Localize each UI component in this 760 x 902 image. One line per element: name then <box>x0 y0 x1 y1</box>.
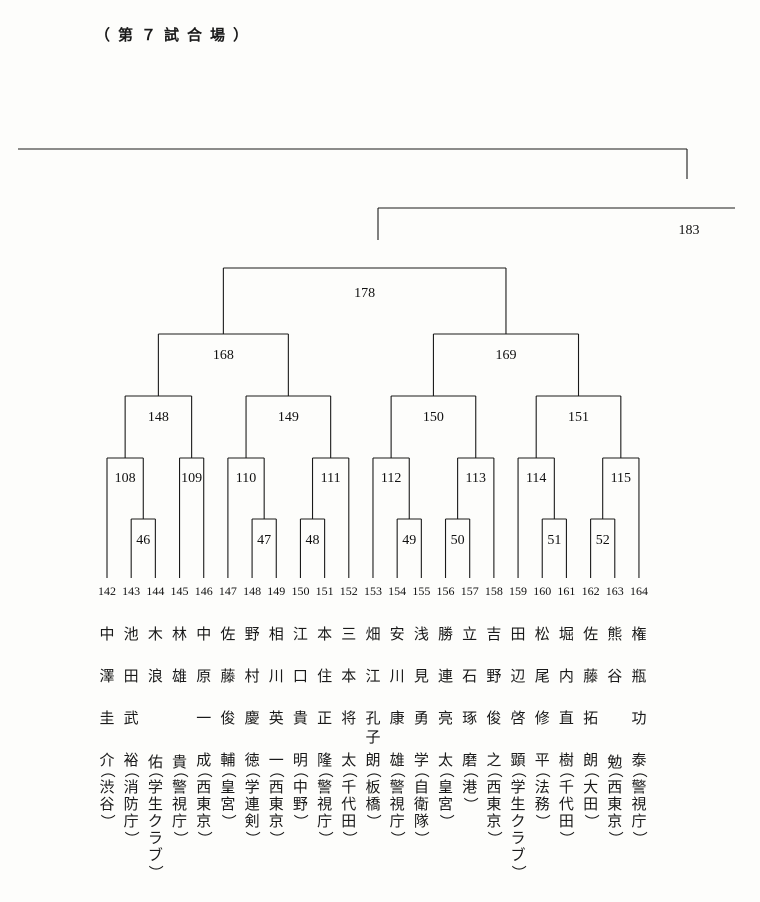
match-number: 111 <box>321 471 341 486</box>
player-number: 153 <box>364 584 382 598</box>
match-number: 109 <box>181 471 202 486</box>
match-number: 148 <box>148 410 169 425</box>
player-affiliation: （警視庁） <box>316 762 335 846</box>
player-name: 江口貴明 <box>292 625 308 769</box>
page-title: （第７試合場） <box>95 26 257 44</box>
player-name: 三本将太 <box>341 625 357 769</box>
player-affiliation: （西東京） <box>267 762 286 846</box>
match-number: 51 <box>547 533 561 548</box>
match-number: 52 <box>596 533 610 548</box>
player-number: 151 <box>316 584 334 598</box>
player-name: 池田武裕 <box>123 625 139 769</box>
player-affiliation: （学生クラブ） <box>509 762 528 880</box>
match-number: 114 <box>526 471 546 486</box>
player-affiliation: （千代田） <box>557 762 576 846</box>
player-name: 立石琢磨 <box>462 625 478 769</box>
match-number: 113 <box>466 471 486 486</box>
match-number: 49 <box>402 533 416 548</box>
match-number: 47 <box>257 533 271 548</box>
player-name: 吉野俊之 <box>486 625 502 769</box>
player-affiliation: （警視庁） <box>388 762 407 846</box>
match-number: 108 <box>115 471 136 486</box>
player-number: 144 <box>146 584 164 598</box>
player-affiliation: （港） <box>461 762 480 812</box>
player-number: 148 <box>243 584 261 598</box>
player-number: 147 <box>219 584 237 598</box>
match-number: 46 <box>136 533 150 548</box>
player-affiliation: （西東京） <box>485 762 504 846</box>
player-number: 156 <box>437 584 455 598</box>
player-name: 畑江孔子朗 <box>365 625 381 769</box>
player-affiliation: （法務） <box>533 762 552 829</box>
player-number: 161 <box>557 584 575 598</box>
player-name: 相川英一 <box>268 625 284 769</box>
player-name: 勝連亮太 <box>438 625 454 769</box>
player-affiliation: （中野） <box>291 762 310 829</box>
player-name: 本住正隆 <box>317 625 333 769</box>
player-number: 164 <box>630 584 648 598</box>
player-number: 158 <box>485 584 503 598</box>
match-number: 149 <box>278 410 299 425</box>
match-number: 115 <box>611 471 631 486</box>
match-number: 150 <box>423 410 444 425</box>
player-affiliation: （皇宮） <box>219 762 238 829</box>
player-number: 142 <box>98 584 116 598</box>
player-affiliation: （皇宮） <box>437 762 456 829</box>
match-number: 169 <box>495 348 516 363</box>
player-name: 林雄貴 <box>172 625 188 771</box>
player-number: 157 <box>461 584 479 598</box>
player-affiliation: （西東京） <box>606 762 625 846</box>
player-affiliation: （消防庁） <box>122 762 141 846</box>
player-affiliation: （渋谷） <box>98 762 117 829</box>
player-affiliation: （千代田） <box>340 762 359 846</box>
player-name: 熊谷勉 <box>607 625 623 771</box>
match-number: 168 <box>213 348 234 363</box>
player-name: 権瓶功泰 <box>631 625 647 769</box>
match-number: 178 <box>354 286 375 301</box>
match-number: 112 <box>381 471 401 486</box>
player-affiliation: （警視庁） <box>630 762 649 846</box>
player-number: 159 <box>509 584 527 598</box>
player-affiliation: （大田） <box>582 762 601 829</box>
player-number: 150 <box>291 584 309 598</box>
player-name: 中澤圭介 <box>99 625 115 769</box>
match-number: 48 <box>306 533 320 548</box>
player-name: 浅見勇学 <box>413 625 429 769</box>
match-number: 110 <box>236 471 256 486</box>
player-number: 152 <box>340 584 358 598</box>
player-affiliation: （警視庁） <box>171 762 190 846</box>
player-number: 154 <box>388 584 406 598</box>
player-name: 中原一成 <box>196 625 212 769</box>
player-number: 162 <box>582 584 600 598</box>
player-number: 155 <box>412 584 430 598</box>
player-name: 佐藤俊輔 <box>220 625 236 769</box>
player-affiliation: （学生クラブ） <box>146 762 165 880</box>
player-name: 田辺啓顕 <box>510 625 526 769</box>
player-number: 143 <box>122 584 140 598</box>
player-affiliation: （西東京） <box>195 762 214 846</box>
player-name: 野村慶徳 <box>244 625 260 769</box>
match-number: 183 <box>679 223 700 238</box>
player-affiliation: （自衛隊） <box>412 762 431 846</box>
player-affiliation: （板橋） <box>364 762 383 829</box>
player-name: 松尾修平 <box>534 625 550 769</box>
player-name: 佐藤拓朗 <box>583 625 599 769</box>
player-number: 145 <box>171 584 189 598</box>
player-affiliation: （学連剣） <box>243 762 262 846</box>
player-name: 安川康雄 <box>389 625 405 769</box>
player-number: 160 <box>533 584 551 598</box>
player-name: 堀内直樹 <box>558 625 574 769</box>
match-number: 50 <box>451 533 465 548</box>
player-name: 木浪佑 <box>147 625 163 771</box>
match-number: 151 <box>568 410 589 425</box>
player-number: 149 <box>267 584 285 598</box>
player-number: 146 <box>195 584 213 598</box>
player-number: 163 <box>606 584 624 598</box>
